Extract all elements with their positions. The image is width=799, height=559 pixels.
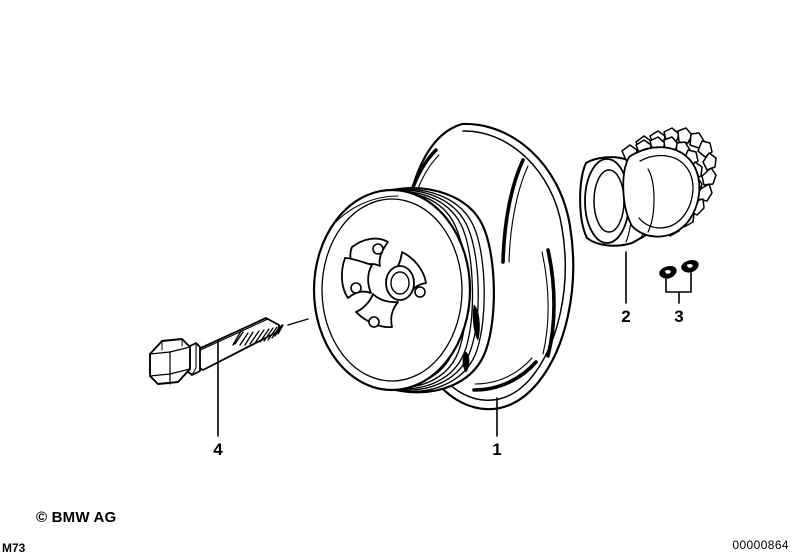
part-woodruff-keys — [659, 260, 699, 279]
callout-3: 3 — [665, 272, 692, 326]
part-hex-bolt — [149, 317, 284, 385]
callout-4-number: 4 — [213, 440, 223, 459]
bolt-threads — [234, 324, 284, 346]
callout-1: 1 — [492, 397, 502, 459]
sheet-number-label: 00000864 — [732, 538, 789, 552]
callout-group: 1 2 3 4 — [213, 251, 692, 459]
callout-4: 4 — [213, 339, 223, 459]
bolt-installation-leader — [287, 318, 309, 326]
callout-1-number: 1 — [492, 440, 501, 459]
part-pulley-front-face — [312, 188, 472, 392]
pulley-hub-pattern — [341, 237, 427, 328]
callout-2-number: 2 — [621, 307, 630, 326]
model-code-label: M73 — [2, 541, 26, 555]
callout-2: 2 — [621, 251, 631, 326]
copyright-notice: © BMW AG — [36, 509, 117, 526]
callout-3-number: 3 — [674, 307, 683, 326]
part-chain-sprocket — [579, 127, 717, 247]
